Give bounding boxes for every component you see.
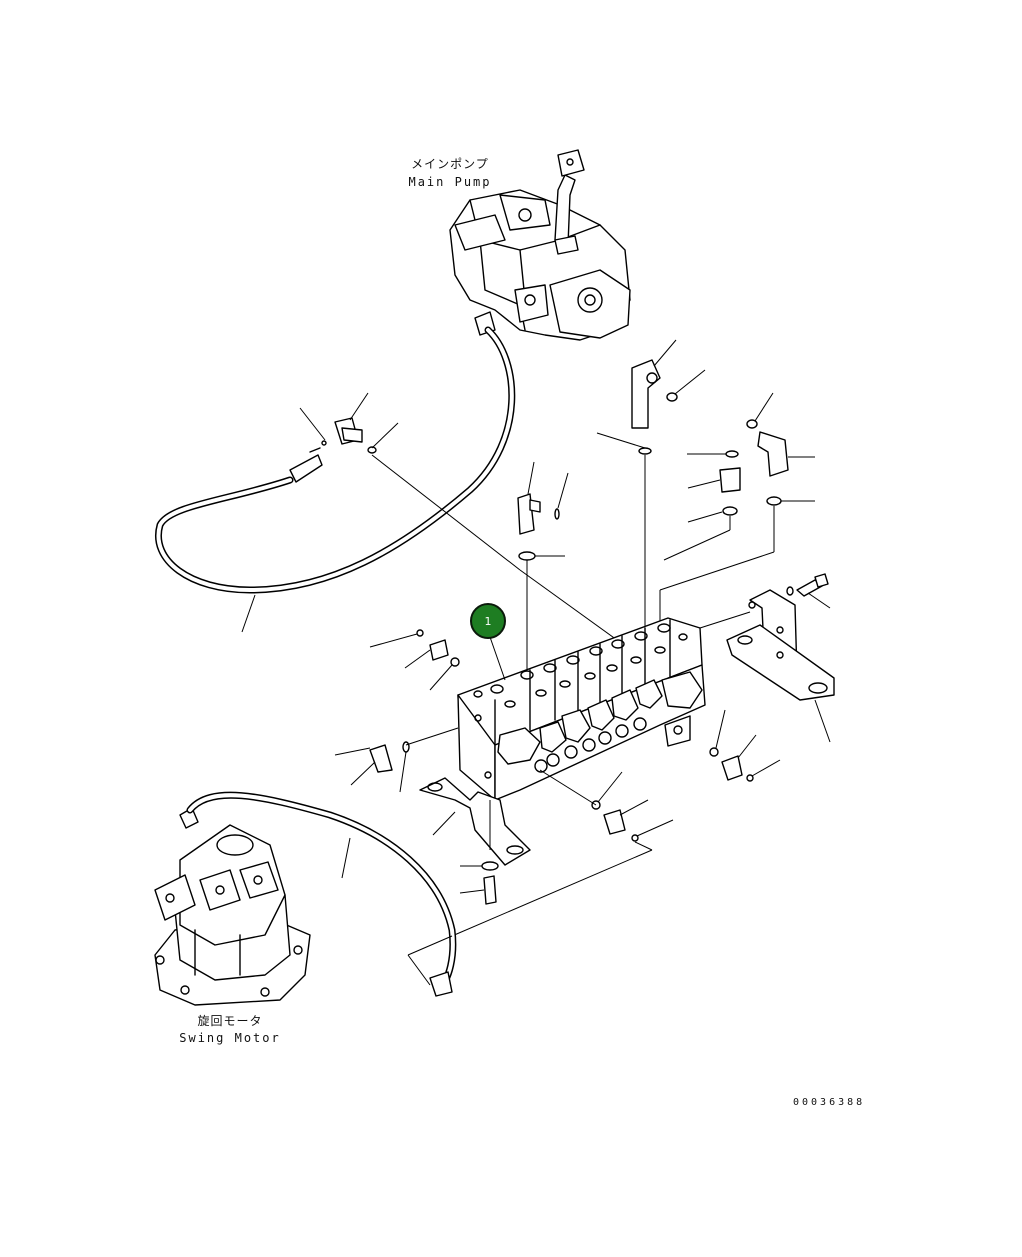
main-pump-illustration (449, 149, 631, 341)
right-elbow-fittings (596, 339, 815, 640)
lower-center-fittings (451, 769, 674, 937)
callout-1[interactable]: 1 (470, 603, 506, 639)
main-pump-label-ja: メインポンプ (411, 157, 489, 171)
right-bracket (699, 573, 835, 743)
swing-motor-hose (186, 791, 457, 997)
callout-leader (489, 636, 506, 681)
swing-motor-label-ja: 旋回モータ (197, 1014, 263, 1028)
upper-left-fittings (299, 392, 618, 641)
swing-motor-illustration (154, 807, 311, 1006)
left-valve-fittings (334, 629, 460, 793)
drawing-number: 00036388 (793, 1097, 866, 1108)
main-pump-label-en: Main Pump (408, 175, 492, 189)
control-valve-illustration (405, 617, 706, 801)
center-top-fitting (517, 461, 569, 670)
lower-clamp (419, 777, 531, 905)
right-lower-fittings (709, 709, 781, 782)
pump-hose (155, 326, 516, 594)
pump-hose-leader (241, 594, 256, 633)
swing-motor-label-en: Swing Motor (179, 1031, 281, 1045)
